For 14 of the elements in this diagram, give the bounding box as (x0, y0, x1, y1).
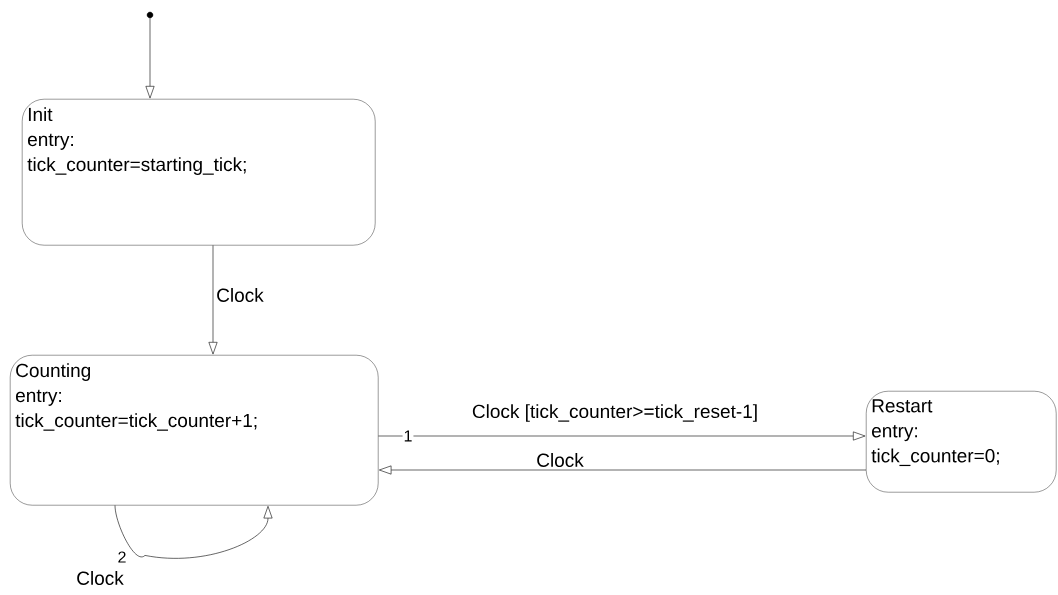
transition-arrow (114, 505, 273, 559)
priority-number: 2 (116, 550, 128, 564)
edge-label: Clock (215, 287, 265, 303)
edge-label: Clock [tick_counter>=tick_reset-1] (470, 403, 760, 423)
state-box: Init entry: tick_counter=starting_tick; (22, 99, 376, 246)
edge-label: Clock (535, 452, 585, 468)
priority-number: 1 (402, 429, 414, 443)
state-box: Counting entry: tick_counter=tick_counter+1; (10, 355, 379, 506)
transition-arrow (208, 245, 218, 355)
transition-arrow (379, 465, 867, 475)
edge-label: Clock (75, 570, 125, 586)
transition-arrow (378, 431, 866, 441)
transition-arrow (145, 17, 155, 99)
state-box: Restart entry: tick_counter=0; (866, 391, 1057, 493)
